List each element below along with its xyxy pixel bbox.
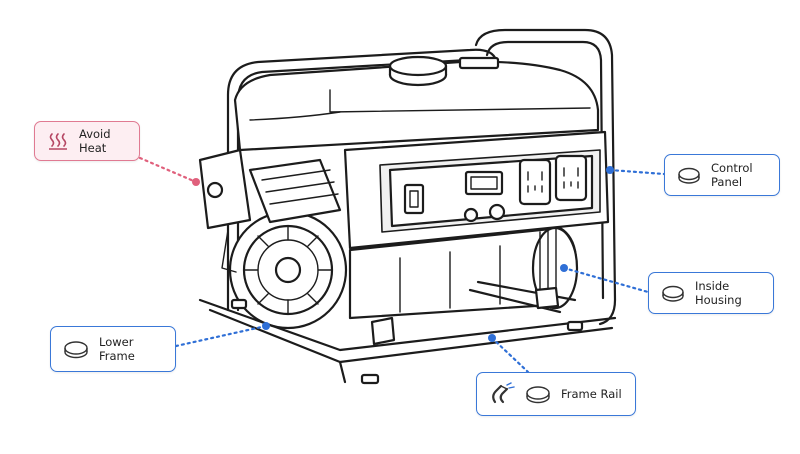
round-button-icon bbox=[661, 283, 685, 303]
right-frame-tube bbox=[474, 28, 617, 326]
magnet-icon bbox=[489, 382, 515, 406]
round-button-icon bbox=[525, 383, 551, 405]
lower-frame-label: Lower Frame bbox=[99, 335, 135, 363]
inside-housing-label: Inside Housing bbox=[695, 279, 742, 307]
back-frame-tube bbox=[226, 48, 498, 312]
outlet-right bbox=[554, 154, 588, 202]
frame-rail-callout[interactable]: Frame Rail bbox=[476, 372, 636, 416]
heat-waves-icon bbox=[47, 131, 69, 151]
power-switch bbox=[403, 183, 425, 215]
lower-frame-callout[interactable]: Lower Frame bbox=[50, 326, 176, 372]
outlet-left bbox=[518, 158, 552, 206]
round-button-icon bbox=[677, 165, 701, 185]
frame-rail-label: Frame Rail bbox=[561, 387, 622, 401]
round-button-icon bbox=[63, 338, 89, 360]
muffler bbox=[198, 148, 252, 230]
avoid-heat-callout[interactable]: Avoid Heat bbox=[34, 121, 140, 161]
inside-housing-callout[interactable]: Inside Housing bbox=[648, 272, 774, 314]
avoid-heat-label: Avoid Heat bbox=[79, 127, 111, 155]
control-panel-label: Control Panel bbox=[711, 161, 753, 189]
bottom-rail-front bbox=[198, 298, 617, 352]
control-panel-callout[interactable]: Control Panel bbox=[664, 154, 780, 196]
fuel-tank bbox=[233, 60, 600, 152]
